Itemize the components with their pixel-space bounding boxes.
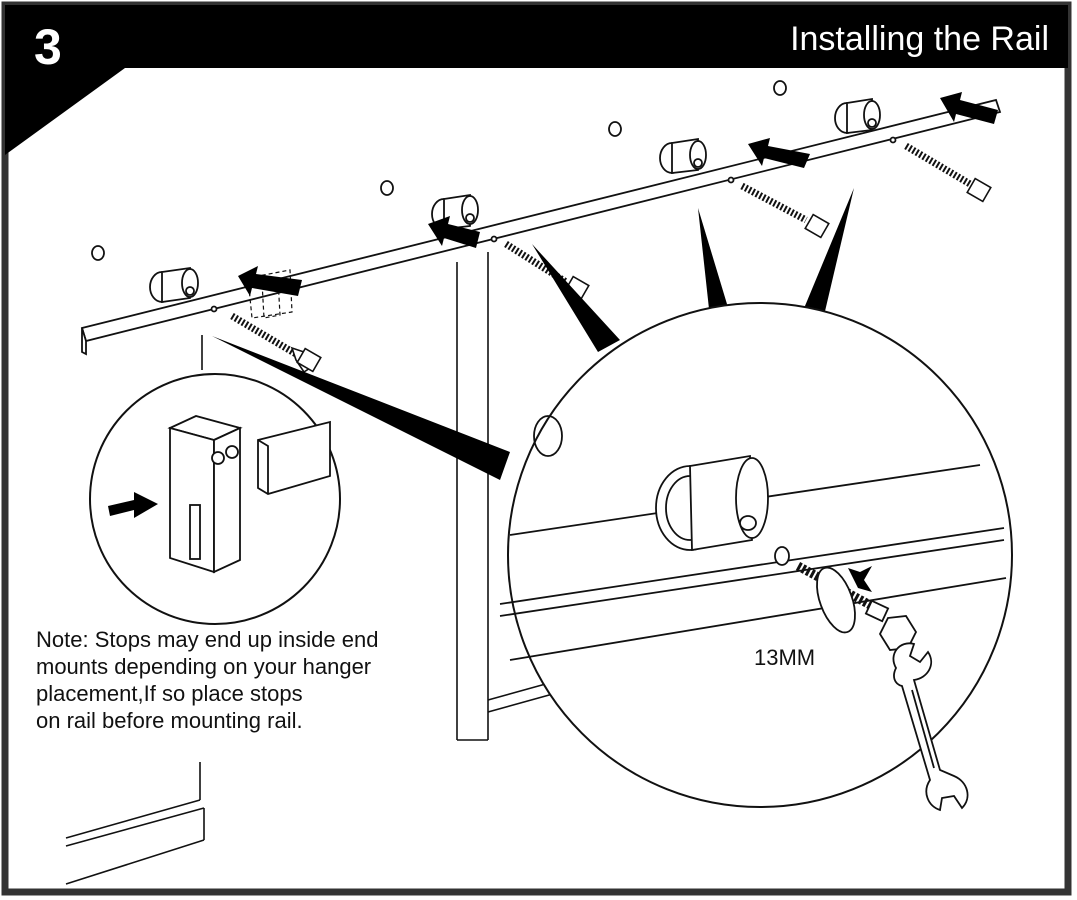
stop-screw-1 <box>211 451 225 465</box>
callout-pointers <box>212 188 854 480</box>
note-line-2: mounts depending on your hanger <box>36 654 372 679</box>
door-panel <box>201 252 561 741</box>
rail <box>80 98 1002 356</box>
rail-end-piece <box>257 420 331 495</box>
note-line-4: on rail before mounting rail. <box>36 708 303 733</box>
arrow-left-3 <box>748 138 810 168</box>
hanger-mount-3 <box>659 137 707 175</box>
note-line-1: Note: Stops may end up inside end <box>36 627 379 652</box>
bolt-detail-circle <box>499 302 1013 812</box>
note-line-3: placement,If so place stops <box>36 681 303 706</box>
lag-bolt-4 <box>904 142 992 203</box>
stop-detail-circle <box>89 373 341 625</box>
hanger-mount-1 <box>149 266 199 304</box>
zoom-lag-bolt <box>774 546 918 651</box>
arrow-left-2 <box>428 216 480 248</box>
arrow-left-1 <box>238 266 302 296</box>
zoom-hanger-mount <box>655 454 769 552</box>
wrench <box>892 642 969 812</box>
page-title: Installing the Rail <box>790 20 1049 58</box>
installation-note: Note: Stops may end up inside end mounts… <box>36 626 496 734</box>
lag-bolt-2 <box>504 241 590 301</box>
lag-bolt-1 <box>230 312 322 374</box>
stop-push-arrow <box>108 492 158 518</box>
wrench-size-label: 13MM <box>754 645 816 670</box>
step-number: 3 <box>34 19 62 75</box>
stop-screw-2 <box>225 445 239 459</box>
rotation-arrow <box>848 566 872 592</box>
wall-holes <box>91 80 787 261</box>
hanger-mounts <box>149 97 881 304</box>
hanger-mount-4 <box>834 97 881 135</box>
lag-bolt-3 <box>740 182 830 239</box>
floor-baseboard <box>65 762 205 885</box>
arrow-left-4 <box>940 92 998 124</box>
direction-arrows <box>238 92 998 296</box>
header-bar <box>5 5 1068 155</box>
